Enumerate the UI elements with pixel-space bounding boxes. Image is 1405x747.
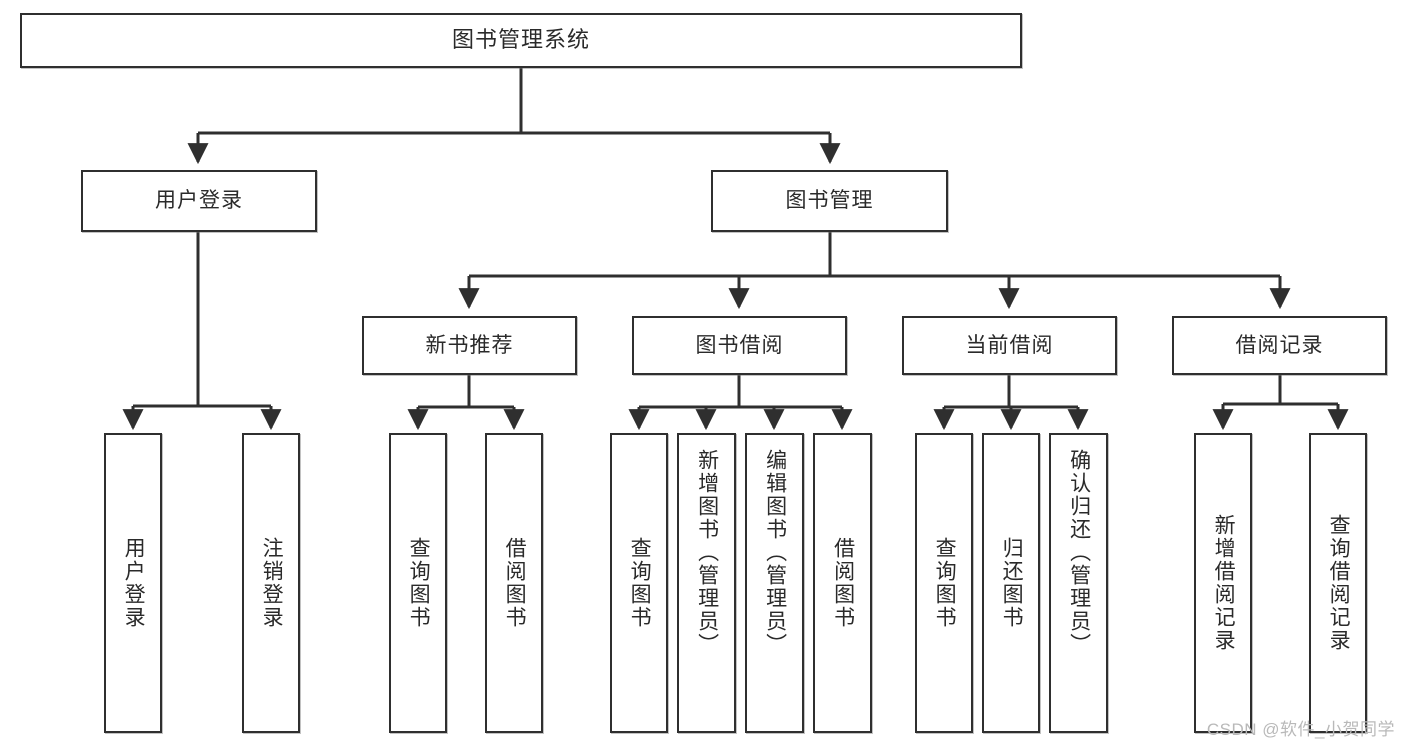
node-label: 确认归还（管理员）: [1067, 449, 1091, 656]
node-label: 查询图书: [407, 537, 431, 629]
node-book-management[interactable]: 图书管理: [711, 170, 948, 232]
leaf-query-book-cb[interactable]: 查询图书: [915, 433, 973, 733]
node-label: 借阅图书: [831, 537, 855, 629]
node-label: 新增借阅记录: [1212, 514, 1236, 652]
node-label: 图书管理系统: [451, 27, 590, 53]
node-label: 注销登录: [260, 537, 284, 629]
node-label: 图书管理: [785, 189, 874, 213]
leaf-user-login[interactable]: 用户登录: [104, 433, 162, 733]
node-borrow-record[interactable]: 借阅记录: [1172, 316, 1387, 375]
node-label: 借阅记录: [1235, 333, 1324, 357]
node-new-book-recommend[interactable]: 新书推荐: [362, 316, 577, 375]
leaf-return-book[interactable]: 归还图书: [982, 433, 1040, 733]
node-root-book-management-system[interactable]: 图书管理系统: [20, 13, 1022, 68]
node-label: 新书推荐: [425, 333, 514, 357]
node-label: 用户登录: [155, 189, 243, 213]
node-label: 归还图书: [1000, 537, 1024, 629]
node-label: 用户登录: [122, 537, 146, 629]
node-label: 借阅图书: [503, 537, 527, 629]
node-label: 新增图书（管理员）: [695, 449, 719, 656]
leaf-query-borrow-record[interactable]: 查询借阅记录: [1309, 433, 1367, 733]
leaf-borrow-book-nb[interactable]: 借阅图书: [485, 433, 543, 733]
leaf-query-book-bb[interactable]: 查询图书: [610, 433, 668, 733]
leaf-borrow-book-bb[interactable]: 借阅图书: [813, 433, 872, 733]
node-label: 当前借阅: [965, 333, 1054, 357]
node-label: 查询图书: [933, 537, 957, 629]
node-label: 图书借阅: [695, 333, 784, 357]
leaf-query-book-nb[interactable]: 查询图书: [389, 433, 447, 733]
node-book-borrow[interactable]: 图书借阅: [632, 316, 847, 375]
leaf-edit-book-admin[interactable]: 编辑图书（管理员）: [745, 433, 804, 733]
node-label: 查询借阅记录: [1327, 514, 1351, 652]
node-user-login[interactable]: 用户登录: [81, 170, 317, 232]
leaf-confirm-return-admin[interactable]: 确认归还（管理员）: [1049, 433, 1108, 733]
node-current-borrow[interactable]: 当前借阅: [902, 316, 1117, 375]
leaf-add-book-admin[interactable]: 新增图书（管理员）: [677, 433, 736, 733]
node-label: 编辑图书（管理员）: [763, 449, 787, 656]
node-label: 查询图书: [628, 537, 652, 629]
leaf-logout-login[interactable]: 注销登录: [242, 433, 300, 733]
watermark: CSDN @软件_小贺同学: [1206, 720, 1395, 739]
leaf-add-borrow-record[interactable]: 新增借阅记录: [1194, 433, 1252, 733]
